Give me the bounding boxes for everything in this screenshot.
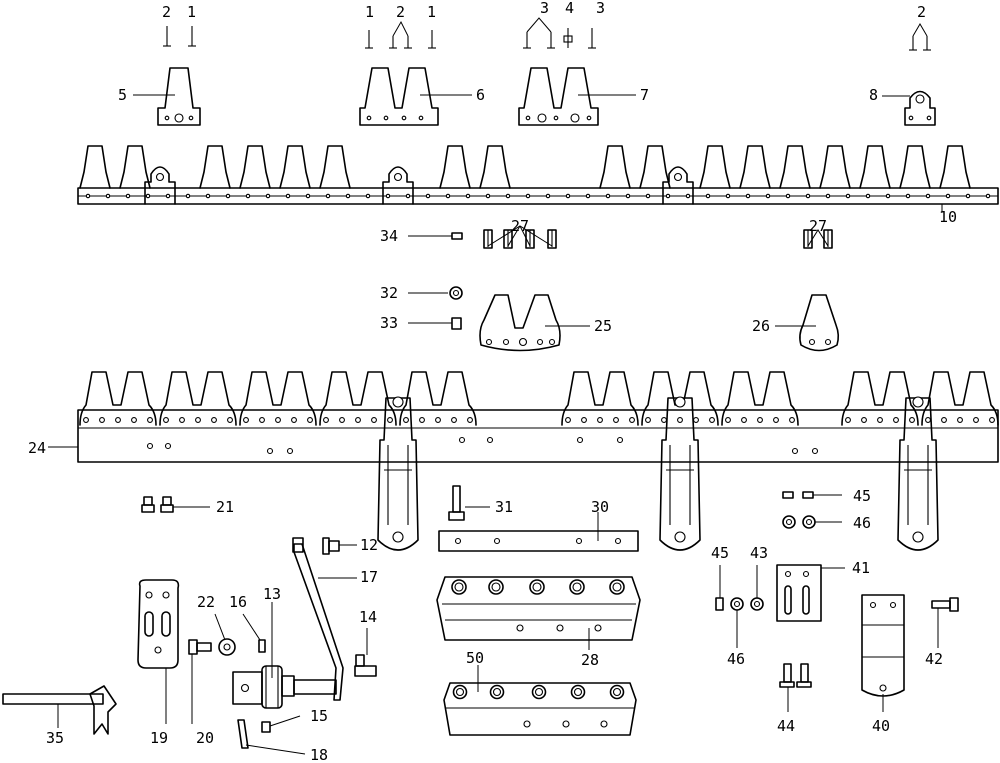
callout-c1a: 2	[162, 3, 171, 21]
callout-c8: 8	[869, 86, 878, 104]
drive-arm-17	[292, 537, 357, 701]
callout-c2a: 1	[187, 3, 196, 21]
callout-c35: 35	[46, 729, 64, 747]
callout-c22: 22	[197, 593, 215, 611]
clips-45-46-top	[782, 491, 842, 529]
callout-c28: 28	[581, 651, 599, 669]
plate-19	[137, 579, 180, 724]
callout-c45a: 45	[853, 487, 871, 505]
bolt-31	[448, 485, 490, 521]
callout-c20: 20	[196, 729, 214, 747]
bolt-42	[931, 597, 959, 648]
parts-45-43-46-bottom	[715, 565, 764, 648]
callout-c1b: 1	[365, 3, 374, 21]
bolts-44	[779, 663, 812, 712]
bracket-41	[776, 564, 845, 622]
washer-22	[214, 613, 236, 656]
callout-c1c: 1	[427, 3, 436, 21]
rivets-27	[483, 225, 833, 249]
pin-15	[261, 715, 301, 733]
callout-c14: 14	[359, 608, 377, 626]
callout-c31: 31	[495, 498, 513, 516]
callout-c34: 34	[380, 227, 398, 245]
shaft-35	[2, 685, 117, 735]
callout-c26: 26	[752, 317, 770, 335]
bolt-16	[242, 613, 261, 641]
callout-c3b: 3	[596, 0, 605, 17]
callout-c44: 44	[777, 717, 795, 735]
section-part-5	[133, 67, 201, 126]
callout-c46a: 46	[853, 514, 871, 532]
callout-c32: 32	[380, 284, 398, 302]
callout-c27a: 27	[511, 217, 529, 235]
callout-c4: 4	[565, 0, 574, 17]
callout-c2c: 2	[917, 3, 926, 21]
section-part-8	[882, 90, 936, 126]
bolts-21	[141, 496, 210, 513]
callout-c18: 18	[310, 746, 328, 763]
callout-c33: 33	[380, 314, 398, 332]
callout-c40: 40	[872, 717, 890, 735]
callout-c2b: 2	[396, 3, 405, 21]
pin-12	[322, 537, 357, 555]
callout-c50: 50	[466, 649, 484, 667]
section-part-6	[359, 67, 472, 126]
callout-c30: 30	[591, 498, 609, 516]
callout-c27b: 27	[809, 217, 827, 235]
callout-c42: 42	[925, 650, 943, 668]
callout-c7: 7	[640, 86, 649, 104]
section-part-7	[518, 67, 636, 126]
section-part-26	[775, 294, 840, 352]
guide-plate-50	[443, 665, 637, 736]
callout-c24: 24	[28, 439, 46, 457]
callout-c17: 17	[360, 568, 378, 586]
key-18	[237, 719, 306, 755]
knife-bar-24	[48, 371, 999, 551]
callout-c3a: 3	[540, 0, 549, 17]
callout-c43: 43	[750, 544, 768, 562]
knife-bar-10	[77, 145, 999, 212]
callout-c46b: 46	[727, 650, 745, 668]
plate-30	[438, 512, 639, 552]
drive-hub-13	[232, 602, 337, 709]
callout-c21: 21	[216, 498, 234, 516]
callout-c25: 25	[594, 317, 612, 335]
rivets-top	[163, 17, 931, 51]
callout-labels: 2 1 1 2 1 3 4 3 2 5 6 7 8 10 27 27 34 32…	[28, 0, 957, 763]
callout-c41: 41	[852, 559, 870, 577]
guide-plate-28	[436, 576, 641, 650]
callout-c45b: 45	[711, 544, 729, 562]
bracket-40	[861, 594, 905, 712]
section-part-25	[479, 294, 590, 352]
callout-c13: 13	[263, 585, 281, 603]
bolt-14	[354, 628, 377, 677]
callout-c19: 19	[150, 729, 168, 747]
callout-c16: 16	[229, 593, 247, 611]
fasteners-34-32-33	[408, 232, 463, 330]
callout-c12: 12	[360, 536, 378, 554]
bolt-20	[188, 639, 212, 724]
callout-c5: 5	[118, 86, 127, 104]
callout-c15: 15	[310, 707, 328, 725]
callout-c6: 6	[476, 86, 485, 104]
callout-c10: 10	[939, 208, 957, 226]
